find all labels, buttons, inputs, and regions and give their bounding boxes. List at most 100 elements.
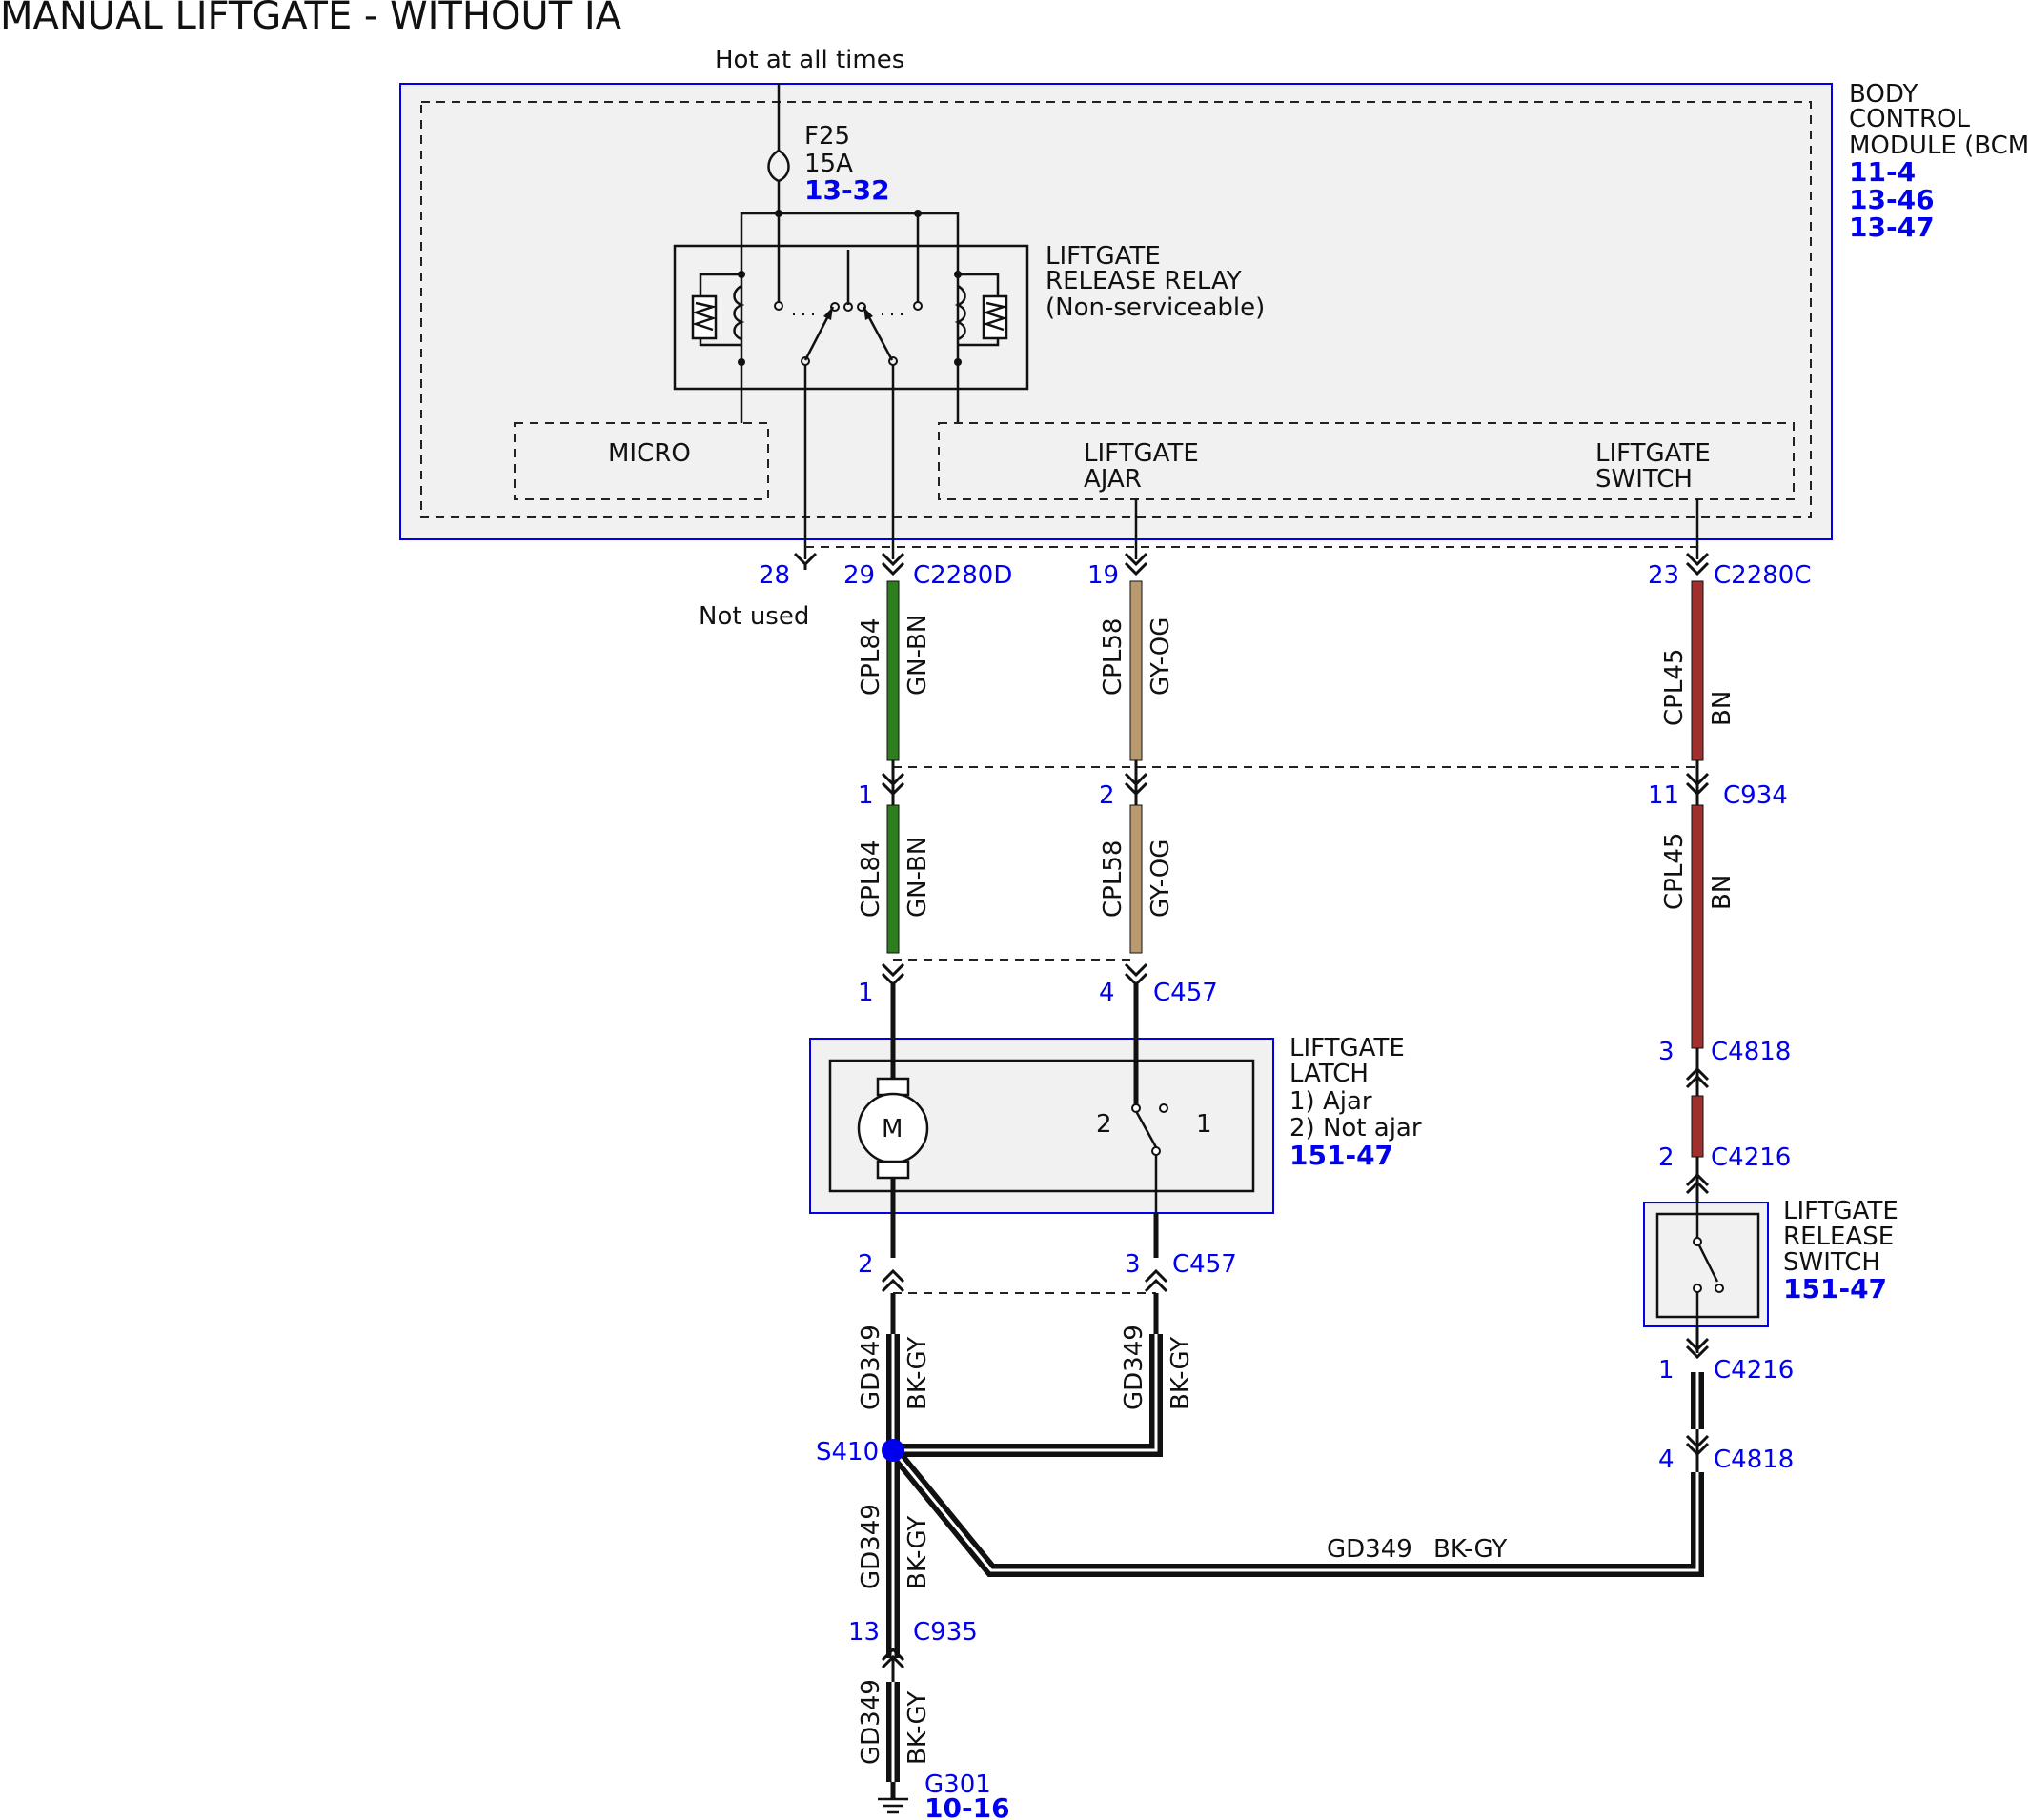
release-switch-name-line-2: RELEASE [1783,1223,1894,1251]
c2280d-label[interactable]: C2280D [913,561,1012,590]
release-switch-inner-box [1655,1212,1760,1319]
bcm-inputs-box [938,422,1795,500]
latch-name-line-3: 1) Ajar [1289,1087,1372,1116]
input-ajar-line-2: AJAR [1084,465,1142,494]
gd349-color-label-5: BK-GY [1433,1535,1507,1564]
liftgate-latch-inner-box [828,1059,1255,1193]
bcm-pin-29: 29 [843,561,875,590]
release-switch-name-line-3: SWITCH [1783,1248,1880,1277]
gd349-circuit-label-3: GD349 [857,1504,885,1589]
release-switch-box[interactable] [1643,1202,1769,1327]
c4216-top-label[interactable]: C4216 [1711,1143,1791,1172]
bcm-name-line-2: CONTROL [1849,105,1970,133]
c4818-bottom-pin-4: 4 [1658,1446,1675,1474]
cpl45-color-label-1: BN [1708,691,1736,726]
fuse-name: F25 [804,122,850,151]
c2280-pin-19-connector [1124,552,1148,576]
release-switch-symbol [1693,1203,1724,1326]
gd349-circuit-label-5: GD349 [1327,1535,1412,1564]
wire-cpl84-segment-2[interactable] [886,804,900,954]
c457-bottom-connectors [881,1268,1168,1293]
bcm-name-line-1: BODY [1849,80,1918,109]
gd349-ground-wires[interactable] [886,1334,1704,1782]
bcm-name-line-3: MODULE (BCM) [1849,131,2030,160]
latch-name-line-1: LIFTGATE [1289,1034,1405,1062]
c4818-top-pin-3: 3 [1658,1038,1675,1066]
latch-ajar-switch-symbol [1131,1039,1168,1213]
cpl45-circuit-label-1: CPL45 [1660,649,1689,726]
latch-switch-pos-1: 1 [1196,1110,1212,1139]
cpl84-color-label-1: GN-BN [903,615,932,696]
latch-name-line-2: LATCH [1289,1060,1369,1088]
bcm-pin-19: 19 [1087,561,1119,590]
release-switch-ref[interactable]: 151-47 [1783,1273,1887,1304]
gd349-circuit-label-2: GD349 [1120,1325,1148,1410]
bcm-pin-28: 28 [759,561,790,590]
c4216-bottom-label[interactable]: C4216 [1714,1356,1794,1385]
c2280-pin-23-connector [1685,552,1710,576]
s410-splice-dot[interactable] [882,1439,904,1462]
c935-label[interactable]: C935 [913,1618,978,1647]
pin-28-not-used-label: Not used [699,602,809,631]
relay-feed-junction-dot [914,210,922,217]
micro-box [514,422,769,500]
gd349-color-label-3: BK-GY [903,1516,932,1589]
wire-cpl45-segment-2[interactable] [1691,804,1704,1049]
c4216-bottom-pin-1: 1 [1658,1356,1675,1385]
c4818-top-label[interactable]: C4818 [1711,1038,1791,1066]
c935-pin-13: 13 [848,1618,880,1647]
wire-cpl45-segment-3[interactable] [1691,1095,1704,1158]
c457-top-pin-4: 4 [1099,979,1115,1007]
g301-ref[interactable]: 10-16 [924,1792,1010,1820]
relay-box [673,244,1029,391]
latch-motor-label: M [882,1115,903,1143]
cpl58-color-label-1: GY-OG [1147,617,1175,696]
gd349-color-label-1: BK-GY [903,1337,932,1410]
c2280c-label[interactable]: C2280C [1714,561,1811,590]
c934-pin-11: 11 [1648,781,1679,810]
gd349-color-label-4: BK-GY [903,1691,932,1765]
latch-name-line-4: 2) Not ajar [1289,1114,1422,1143]
cpl84-color-label-2: GN-BN [903,837,932,918]
latch-motor-symbol [857,1039,929,1213]
relay-name-line-2: RELEASE RELAY [1045,267,1242,295]
relay-name-line-3: (Non-serviceable) [1045,293,1265,322]
wire-cpl84-segment-1[interactable] [886,580,900,761]
c934-pin-2: 2 [1099,781,1115,810]
bcm-ref-3[interactable]: 13-47 [1849,212,1935,243]
bcm-ref-2[interactable]: 13-46 [1849,184,1935,215]
wire-cpl45-segment-1[interactable] [1691,580,1704,761]
input-switch-line-2: SWITCH [1595,465,1693,494]
c4818-bottom-connector [1685,1429,1710,1472]
gd349-circuit-label-1: GD349 [857,1325,885,1410]
latch-ref[interactable]: 151-47 [1289,1140,1393,1171]
c4216-top-pin-2: 2 [1658,1143,1675,1172]
cpl58-circuit-label-1: CPL58 [1099,618,1127,696]
fuse-ref[interactable]: 13-32 [804,174,890,206]
bcm-pin-23: 23 [1648,561,1679,590]
c934-label[interactable]: C934 [1723,781,1788,810]
wire-cpl58-segment-1[interactable] [1129,580,1143,761]
c457-bottom-label[interactable]: C457 [1172,1250,1237,1279]
c4818-top-connector [1685,1048,1710,1096]
c457-top-pin-1: 1 [858,979,874,1007]
c4216-bottom-connector [1685,1326,1710,1360]
bcm-ref-1[interactable]: 11-4 [1849,156,1916,188]
c4818-bottom-label[interactable]: C4818 [1714,1446,1794,1474]
c457-bottom-pin-2: 2 [858,1250,874,1279]
wire-cpl58-segment-2[interactable] [1129,804,1143,954]
fuse-rating: 15A [804,150,853,178]
g301-label[interactable]: G301 [924,1770,991,1799]
c457-top-label[interactable]: C457 [1153,979,1218,1007]
release-switch-name-line-1: LIFTGATE [1783,1197,1898,1225]
input-ajar-line-1: LIFTGATE [1084,439,1199,468]
relay-name-line-1: LIFTGATE [1045,242,1161,271]
s410-label[interactable]: S410 [816,1438,879,1466]
micro-label: MICRO [608,439,691,468]
gd349-color-label-2: BK-GY [1167,1337,1195,1410]
bcm-internal-boundary [420,101,1812,518]
c934-pin-1: 1 [858,781,874,810]
c934-connectors [881,760,1710,805]
relay-coil-left [691,271,745,366]
